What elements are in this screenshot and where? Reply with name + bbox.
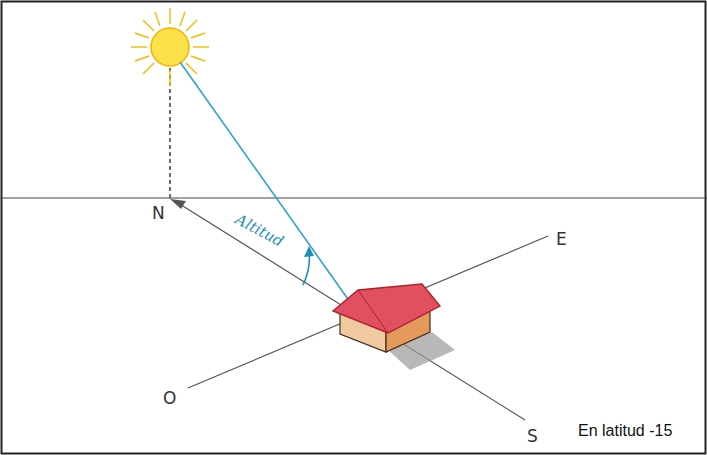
compass-label: E xyxy=(556,231,567,248)
caption-note: En latitud -15 xyxy=(578,423,672,439)
compass-label: N xyxy=(152,205,165,222)
angle-label: Altitud xyxy=(233,212,286,250)
compass-label: S xyxy=(527,428,538,445)
compass-label: O xyxy=(163,390,176,407)
